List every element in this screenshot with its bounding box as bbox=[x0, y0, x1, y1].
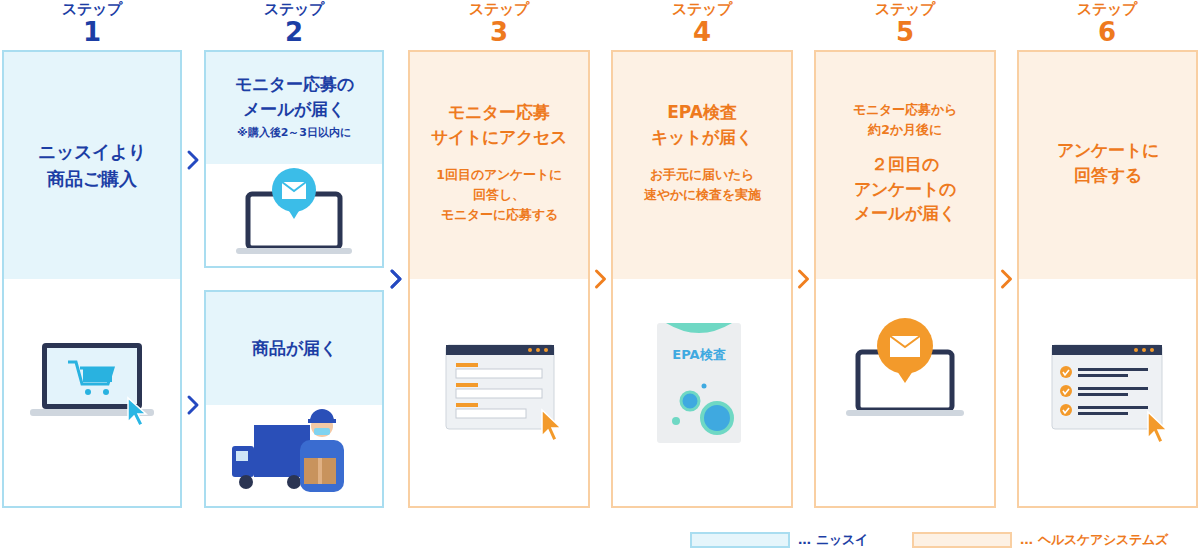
step-box: モニター応募の メールが届く ※購入後2～3日以内に bbox=[204, 50, 384, 268]
step-title: EPA検査 キットが届く bbox=[624, 100, 780, 149]
step-number: 3 bbox=[439, 19, 559, 46]
step-heading: ステップ bbox=[642, 2, 762, 18]
step-number: 5 bbox=[845, 19, 965, 46]
step-heading: ステップ bbox=[1047, 2, 1167, 18]
step-title: モニター応募 サイトにアクセス bbox=[421, 100, 577, 149]
step-box: モニター応募 サイトにアクセス 1回目のアンケートに 回答し、 モニターに応募する bbox=[408, 50, 590, 508]
step-heading: ステップ bbox=[439, 2, 559, 18]
text-group: EPA検査 キットが届くお手元に届いたら 速やかに検査を実施 bbox=[613, 100, 791, 205]
legend-text: … ヘルスケアシステムズ bbox=[1020, 531, 1168, 549]
step-title: モニター応募の メールが届く bbox=[216, 72, 372, 121]
text-group: モニター応募から 約2か月後に ２回目の アンケートの メールが届く bbox=[816, 100, 994, 226]
step-chevron bbox=[597, 271, 605, 287]
step-heading: ステップ bbox=[234, 2, 354, 18]
step-title: モニター応募から 約2か月後に bbox=[827, 100, 983, 140]
step-chevron bbox=[189, 152, 197, 168]
text-group: 商品が届く bbox=[206, 336, 382, 361]
step-title: 商品が届く bbox=[216, 336, 372, 361]
text-group: アンケートに 回答する bbox=[1019, 138, 1196, 187]
step-title: ニッスイより 商品ご購入 bbox=[14, 139, 170, 191]
step-note: 1回目のアンケートに 回答し、 モニターに応募する bbox=[421, 165, 577, 225]
step-note: お手元に届いたら 速やかに検査を実施 bbox=[624, 165, 780, 205]
step-chevron bbox=[189, 397, 197, 413]
legend-text: … ニッスイ bbox=[798, 531, 868, 549]
step-chevron bbox=[392, 271, 400, 287]
step-heading: ステップ bbox=[845, 2, 965, 18]
kit-label: EPA検査 bbox=[657, 347, 741, 363]
legend-swatch bbox=[690, 532, 790, 548]
step-title: アンケートに 回答する bbox=[1030, 138, 1186, 187]
step-chevron bbox=[800, 271, 808, 287]
step-note: ※購入後2～3日以内に bbox=[216, 125, 372, 140]
step-heading: ステップ bbox=[32, 2, 152, 18]
step-box: アンケートに 回答する bbox=[1017, 50, 1198, 508]
step-box: EPA検査 キットが届くお手元に届いたら 速やかに検査を実施 bbox=[611, 50, 793, 508]
step-number: 1 bbox=[32, 19, 152, 46]
step-number: 4 bbox=[642, 19, 762, 46]
text-group: ニッスイより 商品ご購入 bbox=[4, 139, 180, 191]
step-note: ２回目の アンケートの メールが届く bbox=[827, 152, 983, 226]
step-box: モニター応募から 約2か月後に ２回目の アンケートの メールが届く bbox=[814, 50, 996, 508]
step-box: 商品が届く bbox=[204, 290, 384, 508]
legend-swatch bbox=[912, 532, 1012, 548]
text-group: モニター応募 サイトにアクセス 1回目のアンケートに 回答し、 モニターに応募する bbox=[410, 100, 588, 225]
step-number: 6 bbox=[1047, 19, 1167, 46]
step-box: ニッスイより 商品ご購入 bbox=[2, 50, 182, 508]
text-group: モニター応募の メールが届く ※購入後2～3日以内に bbox=[206, 72, 382, 141]
step-chevron bbox=[1003, 271, 1011, 287]
step-chevron bbox=[392, 271, 400, 287]
step-number: 2 bbox=[234, 19, 354, 46]
